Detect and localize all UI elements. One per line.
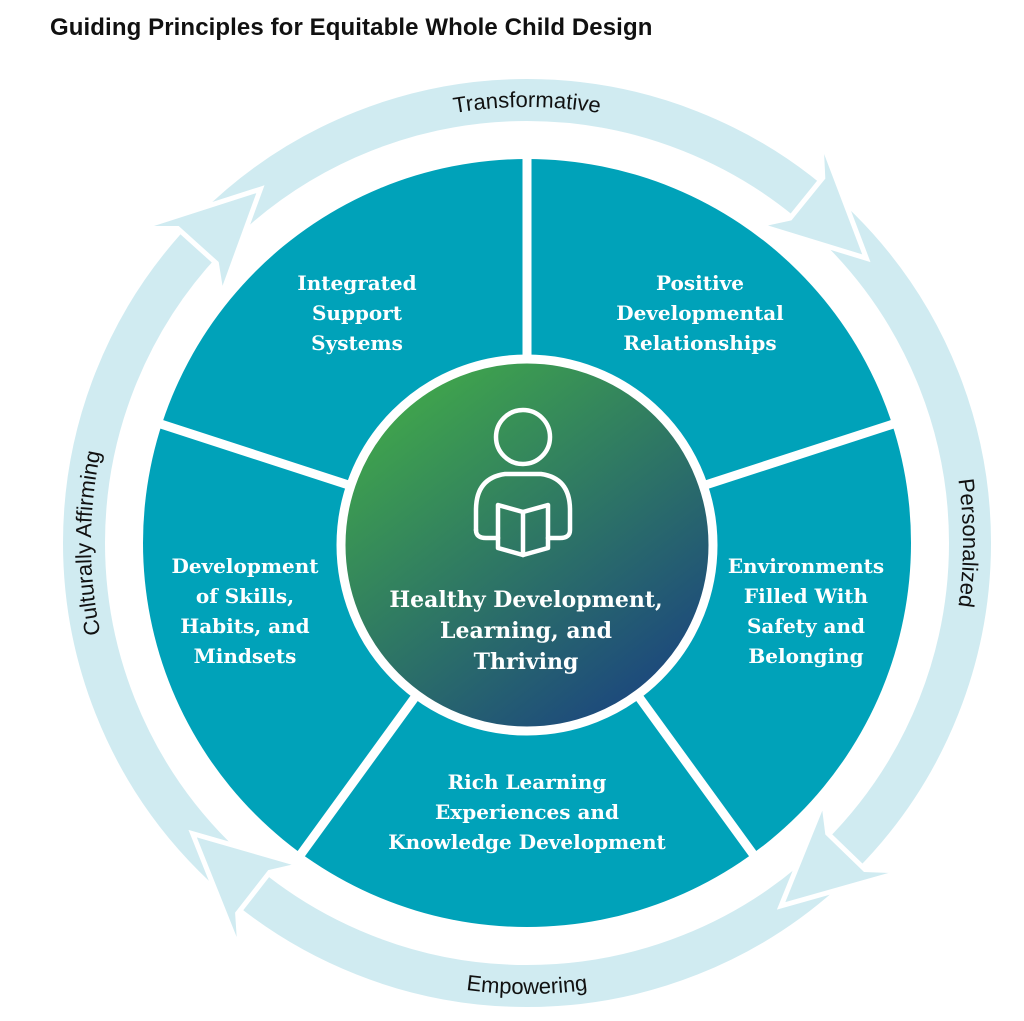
segment-label-line: Environments: [728, 554, 884, 578]
segment-divider: [629, 685, 762, 863]
center-label: Healthy Development, Learning, andThrivin…: [389, 587, 662, 675]
segment-label-line: Development: [171, 554, 319, 578]
arrowhead-icon: [776, 790, 906, 910]
segment-divider: [152, 417, 358, 492]
segment-label-line: Relationships: [623, 331, 776, 355]
arrowhead-icon: [188, 829, 312, 954]
segment-label-line: Systems: [311, 331, 403, 355]
segment-label-line: Support: [312, 301, 403, 325]
center-label-line: Thriving: [474, 649, 579, 675]
segment-label-line: of Skills,: [196, 584, 294, 608]
cycle-arrows: [137, 137, 906, 954]
person-reading-icon: [473, 407, 573, 558]
segment-label-line: Belonging: [748, 644, 863, 668]
segment-label-line: Safety and: [747, 614, 865, 638]
segment-label-line: Positive: [656, 271, 744, 295]
diagram-title: Guiding Principles for Equitable Whole C…: [50, 14, 653, 41]
segment-label-line: Rich Learning: [448, 770, 607, 794]
ring-label-bottom: Empowering: [465, 970, 588, 999]
segment-label-line: Knowledge Development: [388, 830, 666, 854]
segment-label-line: Developmental: [616, 301, 784, 325]
arrowhead-icon: [748, 137, 871, 263]
center-label-line: Healthy Development,: [389, 587, 662, 613]
arrowhead-icon: [137, 185, 265, 306]
ring-label-right: Personalized: [953, 477, 983, 609]
outer-cycle-ring: [63, 79, 991, 1007]
center-circle: [336, 354, 718, 736]
segment-label-line: Habits, and: [180, 614, 309, 638]
segment-label-line: Integrated: [297, 271, 416, 295]
segment-dividers: [152, 151, 902, 863]
segment-divider: [292, 685, 425, 863]
segment-divider: [696, 417, 902, 492]
segment-label-line: Mindsets: [194, 644, 297, 668]
segment-label-line: Filled With: [744, 584, 869, 608]
center-label-line: Learning, and: [440, 618, 612, 644]
segment-label-line: Experiences and: [435, 800, 619, 824]
